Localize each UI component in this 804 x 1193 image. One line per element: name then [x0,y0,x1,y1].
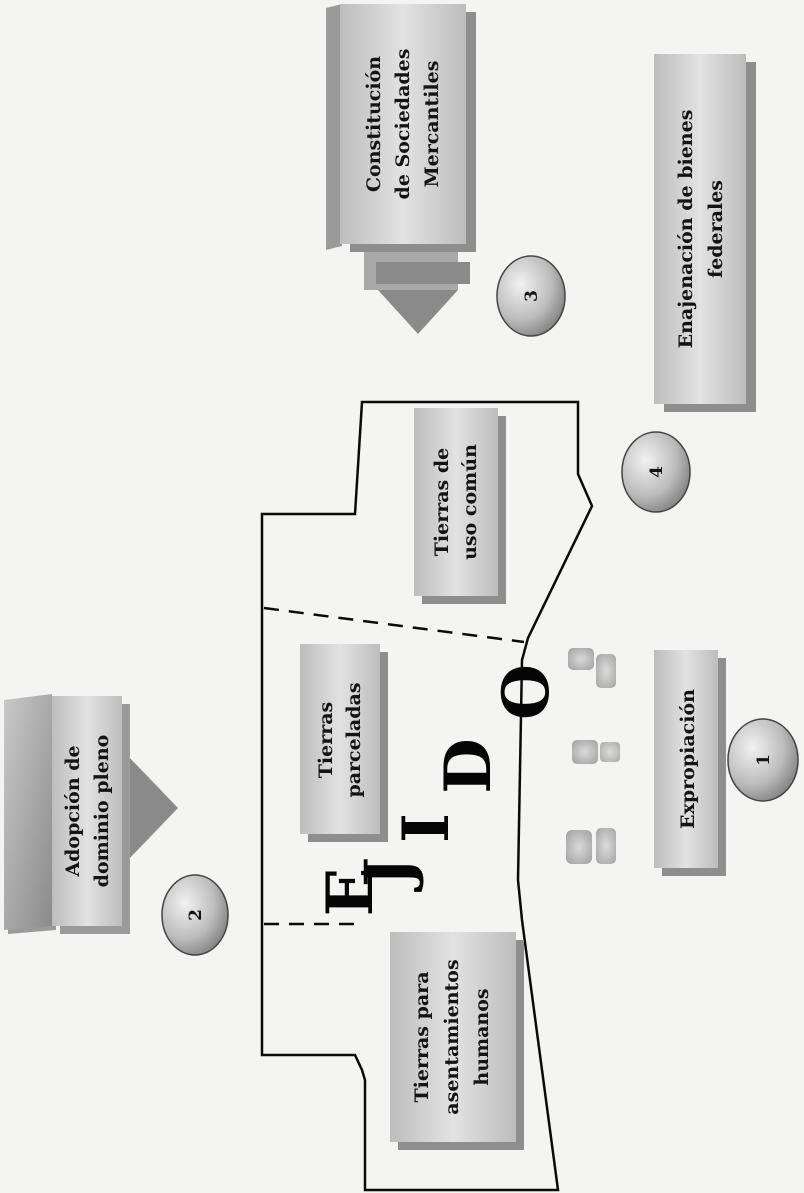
ejido-letter-j: J [351,857,426,892]
step-number-3: 3 [522,290,542,302]
zone-divider-upper [264,608,524,642]
zone-human-settlements: Tierras para asentamientos humanos [390,932,524,1150]
process-expropiation: Expropiación 1 [566,648,798,876]
process-commercial-companies: Constitución de Sociedades Mercantiles 3 [326,4,565,336]
full-ownership-line2: dominio pleno [91,735,113,888]
step-badge-2: 2 [162,875,228,955]
expropiation-label: Expropiación [677,689,699,829]
zone-parcels-line1: Tierras [315,702,337,778]
process-full-ownership: Adopción de dominio pleno 2 [4,694,228,955]
step-badge-1: 1 [728,719,798,801]
zone-parcels: Tierras parceladas [300,644,388,842]
zone-common-use: Tierras de uso común [414,408,506,604]
zone-settlements-line2: asentamientos [441,959,463,1114]
step-number-1: 1 [754,754,774,766]
step-number-2: 2 [186,909,206,921]
full-ownership-line1: Adopción de [62,745,84,877]
commercial-line1: Constitución [363,56,385,192]
commercial-line2: de Sociedades [392,49,414,200]
federal-assets-line2: federales [705,180,727,278]
expropiation-marks [566,648,620,864]
zone-settlements-line3: humanos [471,988,493,1085]
step-number-4: 4 [647,466,667,478]
step-badge-3: 3 [497,256,565,336]
svg-text:Tierras de: Tierras de [431,448,453,556]
process-federal-assets: 4 Enajenación de bienes federales [622,54,756,512]
ejido-letter-d: D [431,738,506,794]
zone-common-use-line2: uso común [459,444,481,560]
zone-parcels-line2: parceladas [343,682,365,797]
svg-text:uso común: uso común [459,444,481,560]
federal-assets-line1: Enajenación de bienes [675,110,697,349]
arrow-right-icon [128,756,178,860]
arrow-down-icon [378,290,458,334]
step-badge-4: 4 [622,432,690,512]
commercial-line3: Mercantiles [421,61,443,188]
ejido-letter-o: O [489,664,564,720]
ejido-letter-i: I [389,813,464,843]
zone-settlements-line1: Tierras para [411,971,433,1102]
zone-common-use-line1: Tierras de [431,448,453,556]
